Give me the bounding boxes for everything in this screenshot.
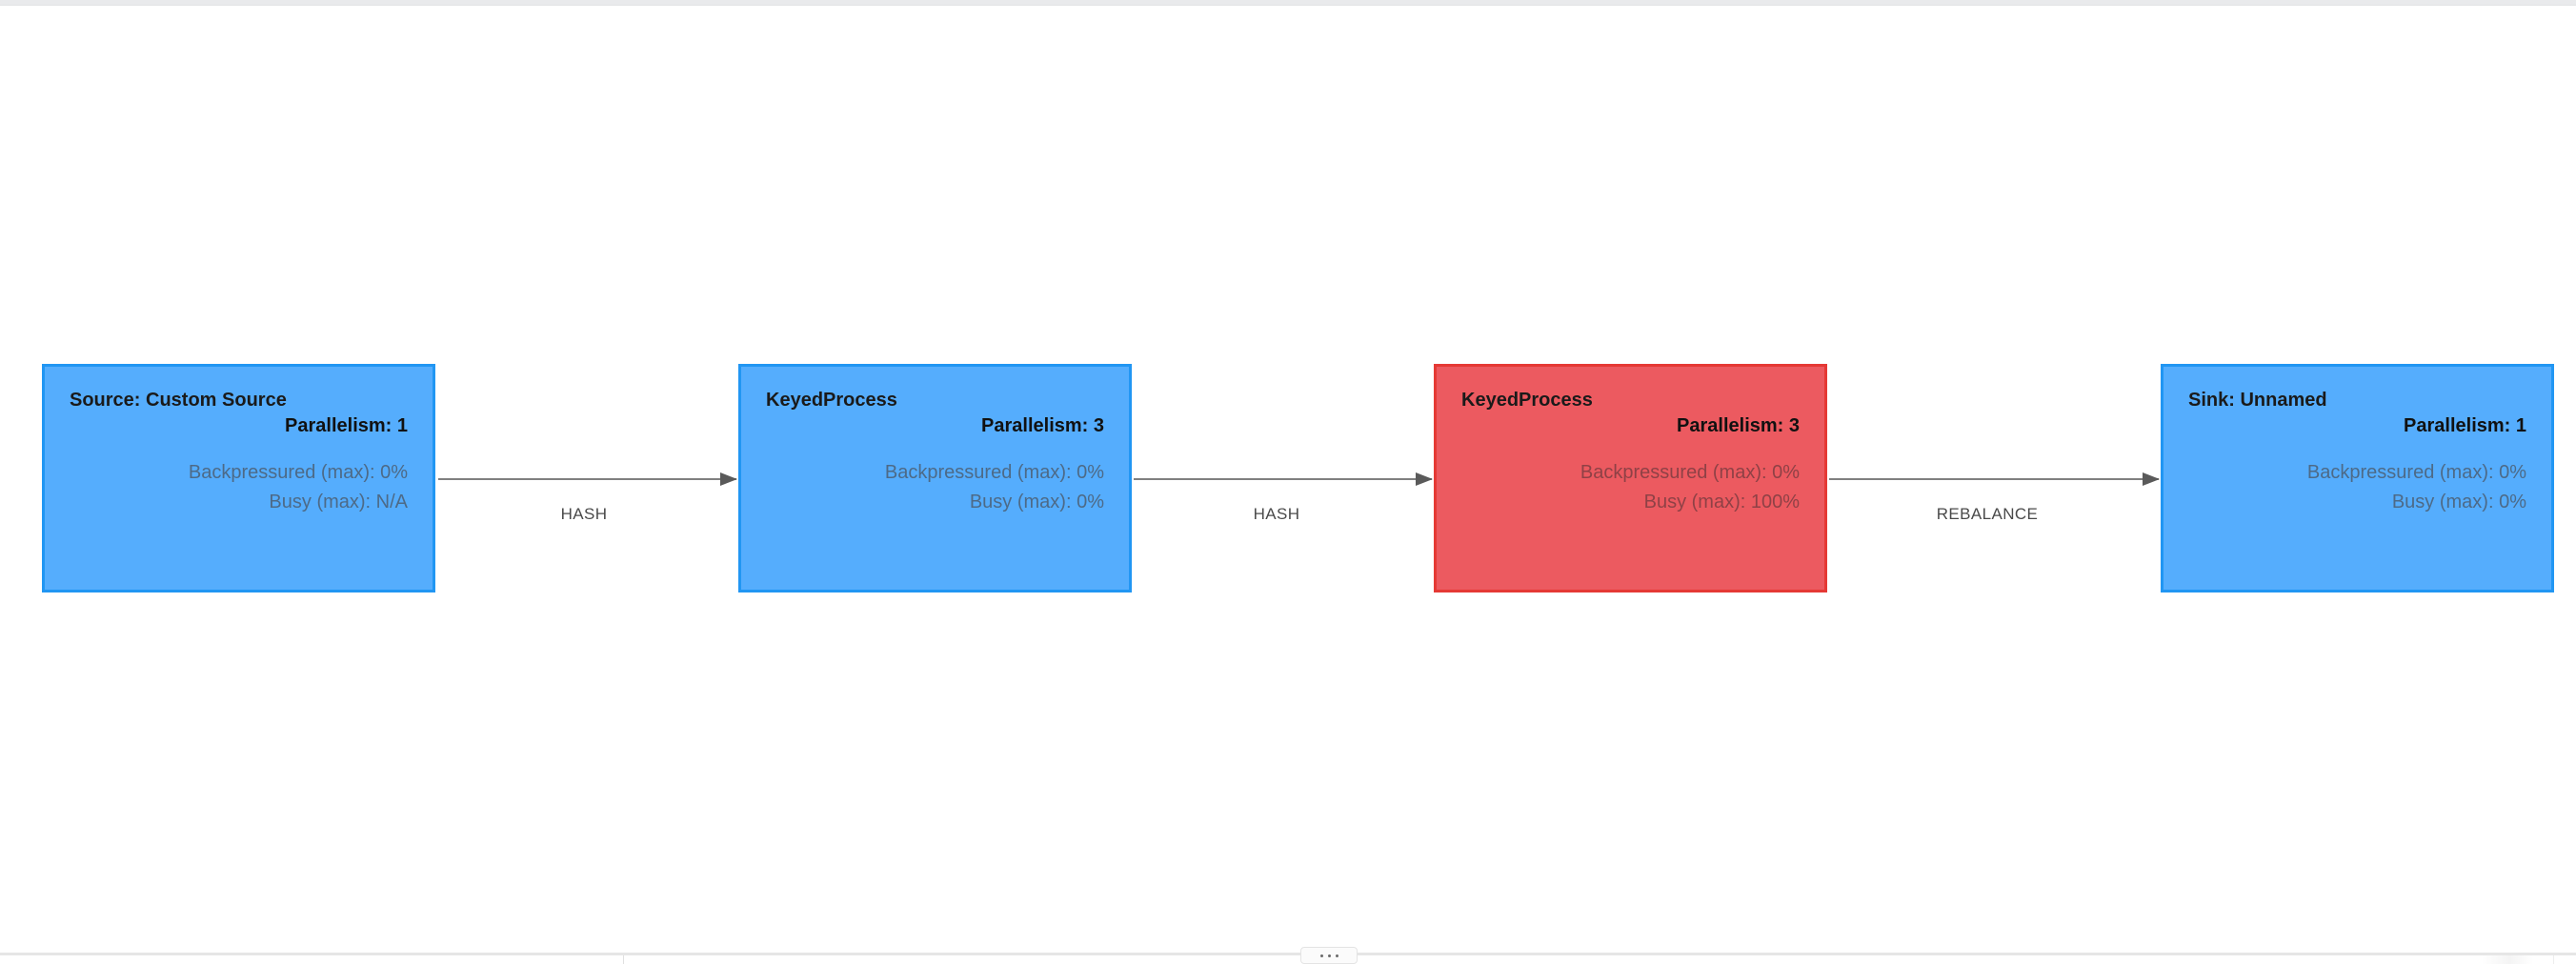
node-parallelism: Parallelism: 3	[981, 415, 1104, 436]
window-top-strip	[0, 0, 2576, 6]
bottom-panel-bar	[0, 955, 2576, 964]
node-metrics: Backpressured (max): 0% Busy (max): 100%	[1461, 458, 1800, 517]
node-parallelism: Parallelism: 1	[2404, 415, 2526, 436]
edge-label-edge-1: HASH	[560, 505, 608, 523]
edge-label-edge-2: HASH	[1253, 505, 1300, 523]
handle-dot-1	[1319, 954, 1323, 957]
node-metric-backpressure: Backpressured (max): 0%	[884, 462, 1104, 483]
node-metrics: Backpressured (max): 0% Busy (max): 0%	[766, 458, 1104, 517]
node-metric-busy: Busy (max): 0%	[969, 492, 1104, 512]
handle-dot-2	[1327, 954, 1331, 957]
node-metrics: Backpressured (max): 0% Busy (max): N/A	[70, 458, 408, 517]
node-metric-backpressure: Backpressured (max): 0%	[1580, 462, 1800, 483]
node-title: Source: Custom Source	[70, 390, 287, 411]
handle-dot-3	[1335, 954, 1338, 957]
node-metric-backpressure: Backpressured (max): 0%	[2306, 462, 2526, 483]
bottom-panel-column-divider	[623, 955, 624, 964]
bottom-panel-scroll-hint	[2482, 955, 2533, 964]
node-metrics: Backpressured (max): 0% Busy (max): 0%	[2188, 458, 2526, 517]
node-metric-backpressure: Backpressured (max): 0%	[188, 462, 408, 483]
node-title: Sink: Unnamed	[2188, 390, 2327, 411]
edge-label-edge-3: REBALANCE	[1936, 505, 2039, 523]
node-metric-busy: Busy (max): 0%	[2391, 492, 2526, 512]
node-title: KeyedProcess	[1461, 390, 1593, 411]
node-metric-busy: Busy (max): 100%	[1643, 492, 1800, 512]
bottom-panel-right-edge	[2553, 955, 2554, 964]
node-title: KeyedProcess	[766, 390, 897, 411]
panel-splitter[interactable]	[0, 953, 2576, 955]
node-parallelism: Parallelism: 1	[285, 415, 408, 436]
panel-resize-handle[interactable]	[1300, 947, 1358, 964]
node-metric-busy: Busy (max): N/A	[269, 492, 408, 512]
node-parallelism: Parallelism: 3	[1677, 415, 1800, 436]
